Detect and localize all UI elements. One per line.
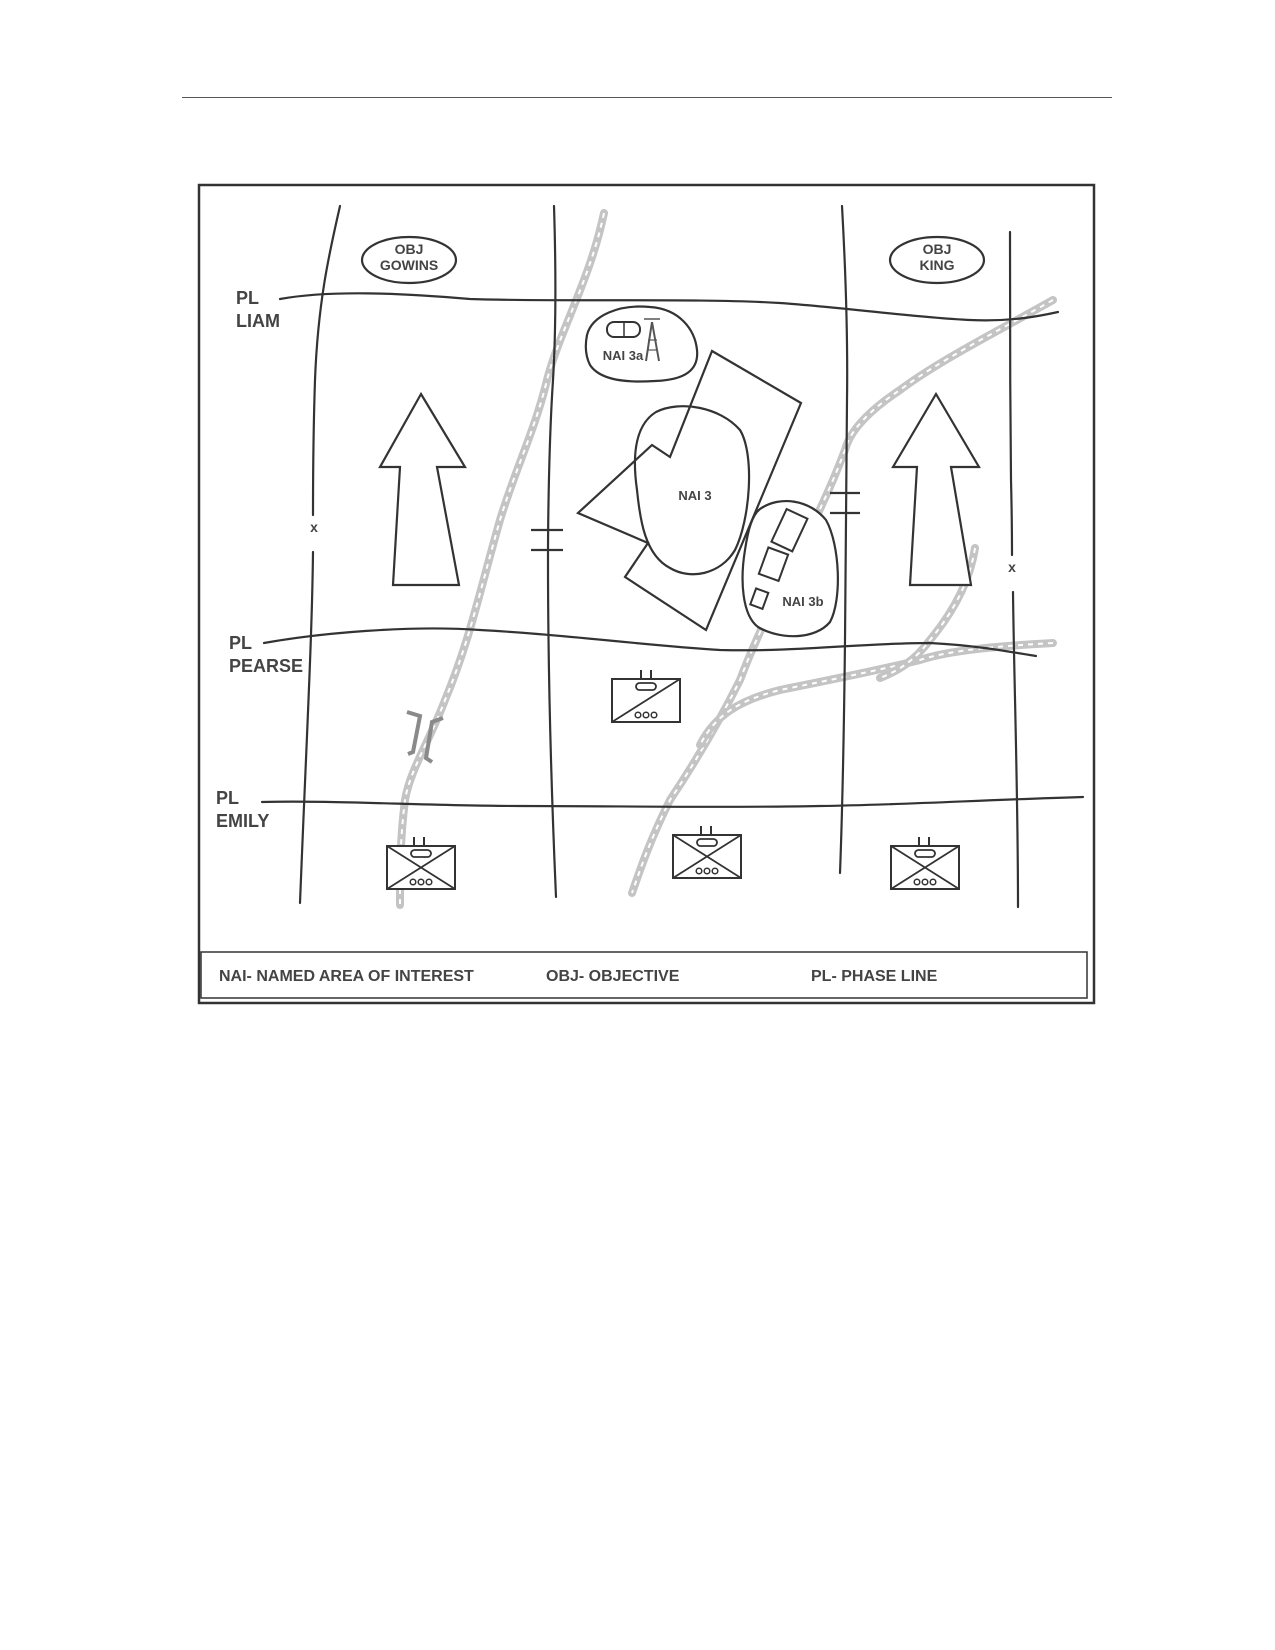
phase-line-pearse-label-2: PEARSE bbox=[229, 656, 303, 676]
phase-line-pearse-label-1: PL bbox=[229, 633, 252, 653]
phase-line-emily-label-1: PL bbox=[216, 788, 239, 808]
nai-3-area bbox=[633, 405, 751, 576]
unit-symbol-south-center bbox=[672, 826, 742, 879]
building-icons bbox=[749, 507, 809, 611]
crossing-marks bbox=[531, 491, 860, 552]
legend-pl: PL- PHASE LINE bbox=[811, 968, 938, 985]
phase-line-pearse bbox=[262, 627, 1038, 658]
objective-king-line2: KING bbox=[920, 257, 955, 273]
objective-gowins-line2: GOWINS bbox=[380, 257, 438, 273]
nai-3b-label: NAI 3b bbox=[782, 594, 823, 609]
phase-line-emily-label-2: EMILY bbox=[216, 811, 269, 831]
unit-symbol-south-east bbox=[890, 837, 960, 890]
bridge-icon bbox=[406, 710, 444, 764]
boundary-mark-left: x bbox=[310, 519, 318, 535]
unit-symbol-center bbox=[611, 670, 681, 723]
phase-lines bbox=[260, 292, 1085, 808]
phase-line-emily bbox=[260, 795, 1085, 808]
objective-king-line1: OBJ bbox=[923, 241, 952, 257]
antenna-tower-icon bbox=[644, 318, 660, 362]
nai-3a-label: NAI 3a bbox=[603, 348, 644, 363]
nai-3a-area bbox=[584, 305, 699, 383]
boundary-lines bbox=[298, 204, 1020, 909]
phase-line-liam-label-2: LIAM bbox=[236, 311, 280, 331]
advance-arrow-west bbox=[378, 391, 467, 587]
phase-line-liam bbox=[278, 292, 1060, 322]
unit-symbol-south-west bbox=[386, 837, 456, 890]
phase-line-liam-label-1: PL bbox=[236, 288, 259, 308]
objective-gowins bbox=[360, 235, 458, 285]
objective-gowins-line1: OBJ bbox=[395, 241, 424, 257]
legend-nai: NAI- NAMED AREA OF INTEREST bbox=[219, 968, 474, 985]
boundary-mark-right: x bbox=[1008, 559, 1016, 575]
legend-box bbox=[200, 951, 1088, 999]
nai-3-label: NAI 3 bbox=[678, 488, 711, 503]
nai-3b-area bbox=[741, 500, 839, 638]
objective-king bbox=[888, 235, 986, 285]
advance-arrow-east bbox=[891, 391, 981, 587]
legend-obj: OBJ- OBJECTIVE bbox=[546, 968, 680, 985]
header-rule bbox=[182, 97, 1112, 98]
